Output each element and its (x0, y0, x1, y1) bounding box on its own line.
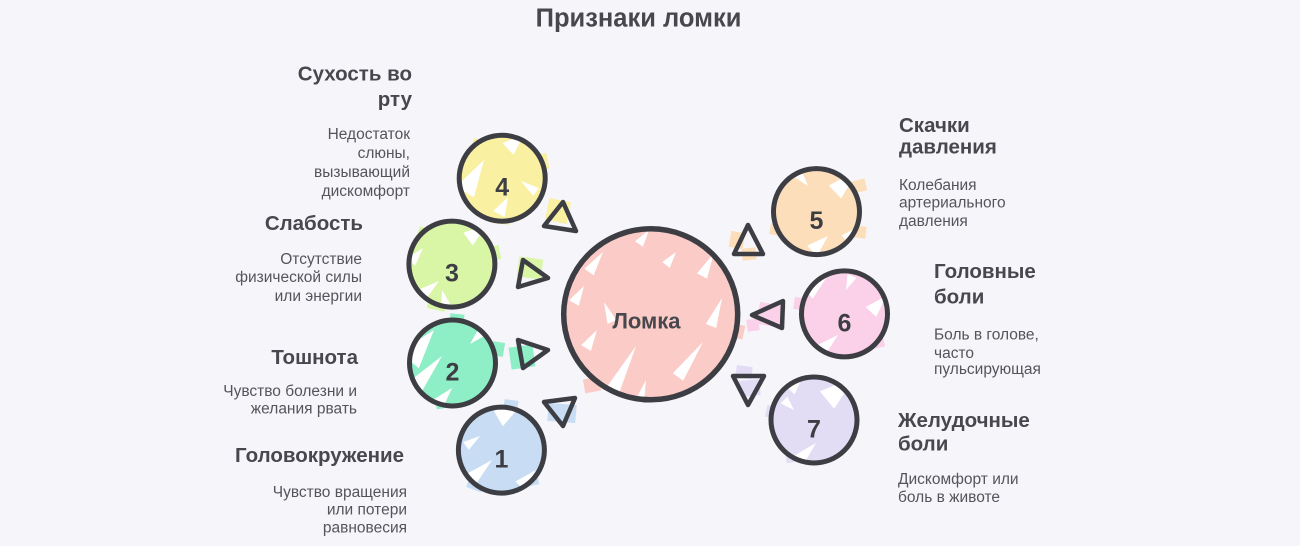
svg-text:Чувство болезни и: Чувство болезни и (223, 383, 357, 400)
svg-text:Тошнота: Тошнота (271, 346, 358, 369)
svg-text:давления: давления (899, 136, 997, 159)
svg-text:Ломка: Ломка (612, 309, 681, 334)
svg-text:дискомфорт: дискомфорт (322, 183, 410, 200)
svg-text:Слабость: Слабость (265, 212, 363, 235)
svg-text:Сухость во: Сухость во (298, 63, 412, 86)
svg-text:боли: боли (934, 286, 984, 309)
svg-text:Отсутствие: Отсутствие (280, 251, 362, 268)
svg-text:Боль в голове,: Боль в голове, (934, 327, 1039, 344)
svg-text:давления: давления (899, 213, 968, 230)
svg-text:2: 2 (446, 359, 460, 387)
svg-text:боли: боли (898, 433, 948, 456)
svg-text:пульсирующая: пульсирующая (934, 361, 1041, 378)
svg-text:7: 7 (807, 416, 821, 444)
svg-text:или потери: или потери (327, 502, 407, 519)
svg-text:5: 5 (810, 207, 824, 235)
svg-text:3: 3 (445, 260, 459, 288)
svg-text:Чувство вращения: Чувство вращения (273, 484, 407, 501)
svg-text:часто: часто (934, 345, 974, 362)
svg-text:Дискомфорт или: Дискомфорт или (898, 471, 1019, 488)
svg-text:1: 1 (494, 446, 508, 474)
svg-text:Колебания: Колебания (899, 177, 977, 194)
svg-text:Скачки: Скачки (899, 114, 970, 137)
svg-text:или энергии: или энергии (275, 288, 362, 305)
svg-text:боль в животе: боль в животе (898, 489, 1000, 506)
svg-text:Желудочные: Желудочные (897, 409, 1030, 432)
svg-text:6: 6 (838, 309, 852, 337)
svg-text:вызывающий: вызывающий (314, 164, 410, 181)
svg-text:Признаки ломки: Признаки ломки (536, 5, 742, 33)
svg-text:артериального: артериального (899, 195, 1006, 212)
svg-text:рту: рту (378, 88, 413, 111)
svg-text:слюны,: слюны, (358, 145, 410, 162)
svg-text:физической силы: физической силы (235, 269, 362, 286)
svg-text:Недостаток: Недостаток (328, 126, 411, 143)
svg-text:равновесия: равновесия (323, 520, 407, 537)
svg-text:желания рвать: желания рвать (251, 401, 357, 418)
svg-text:Головокружение: Головокружение (235, 444, 404, 467)
svg-text:Головные: Головные (934, 260, 1036, 283)
svg-text:4: 4 (495, 174, 509, 202)
